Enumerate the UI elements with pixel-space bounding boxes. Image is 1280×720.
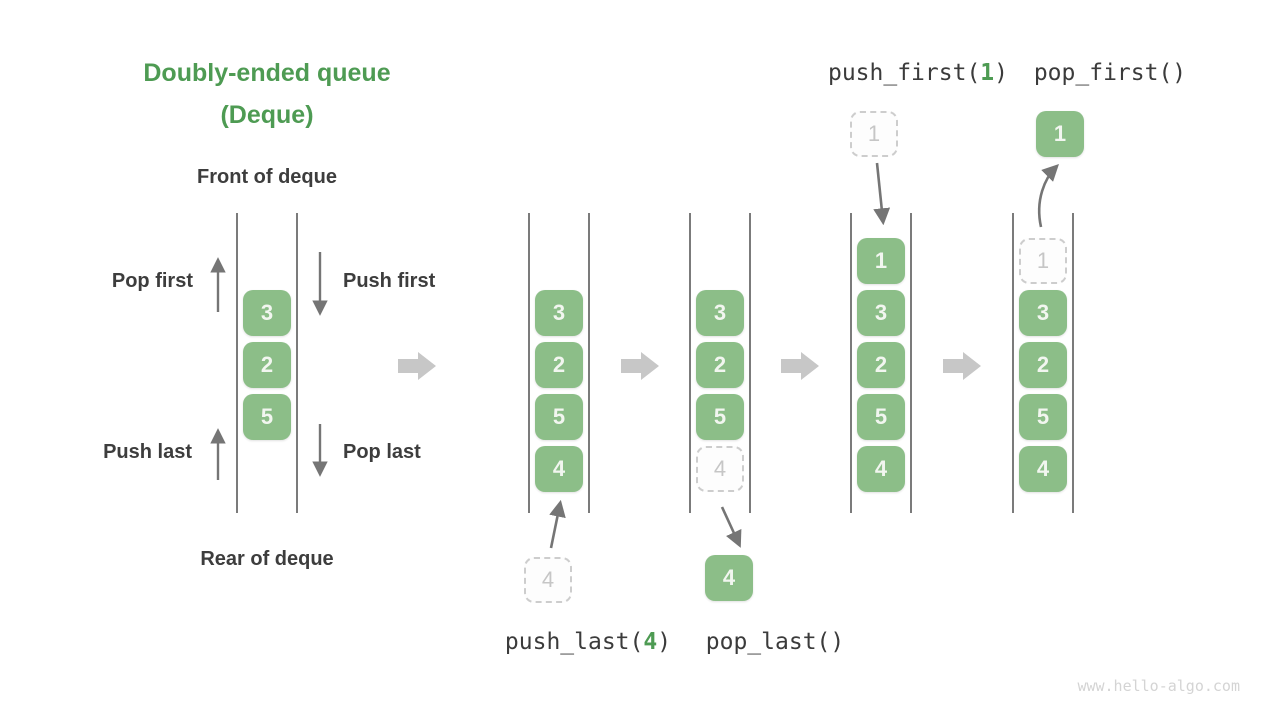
transition-arrow-1 [398,352,436,380]
push-last-label: Push last [103,441,192,463]
deque-cell-after-push-last-3: 3 [535,290,583,336]
site-watermark: www.hello-algo.com [1077,677,1240,695]
deque-cell-after-push-first-1: 1 [857,238,905,284]
deque-cell-initial-2: 2 [243,342,291,388]
deque-cell-after-push-last-2: 2 [535,342,583,388]
push-last-flow-arrow [549,499,566,549]
push-last-incoming-cell: 4 [524,557,572,603]
deque-cell-after-pop-first-2: 2 [1019,342,1067,388]
deque-cell-after-push-first-5: 5 [857,394,905,440]
diagram-title-line2: (Deque) [220,101,314,129]
push-first-call-arg: 1 [980,60,995,86]
push-last-call-arg: 4 [643,629,658,655]
diagram-title: Doubly-ended queue (Deque) [143,52,390,136]
transition-arrow-2 [621,352,659,380]
push-first-label: Push first [343,270,436,292]
deque-cell-after-push-first-4: 4 [857,446,905,492]
pop-last-call-label: pop_last() [705,629,845,655]
pop-first-flow-arrow [1037,164,1059,228]
pop-first-call-label: pop_first() [1033,60,1187,86]
deque-channels [236,213,1074,513]
deque-cell-after-pop-first-4: 4 [1019,446,1067,492]
push-last-call-label: push_last(4) [505,628,671,656]
deque-cell-after-push-first-2: 2 [857,342,905,388]
deque-cell-initial-3: 3 [243,290,291,336]
diagram-title-line1: Doubly-ended queue [143,59,391,87]
pop-last-flow-arrow [720,506,742,548]
state-transition-arrows [398,352,981,380]
deque-cell-initial-5: 5 [243,394,291,440]
push-first-flow-arrow [873,162,891,226]
push-first-call-suffix: ) [994,60,1009,86]
pop-first-label: Pop first [111,270,193,292]
deque-cell-after-pop-last-3: 3 [696,290,744,336]
deque-cell-after-pop-first-1: 1 [1019,238,1067,284]
transition-arrow-4 [943,352,981,380]
pop-last-label: Pop last [343,441,421,463]
operation-flow-arrows [549,162,1059,549]
deque-cell-after-pop-last-4: 4 [696,446,744,492]
push-last-call-prefix: push_last( [504,629,644,655]
deque-cell-after-pop-first-5: 5 [1019,394,1067,440]
front-of-deque-label: Front of deque [197,166,337,188]
deque-direction-arrows [210,252,328,480]
push-first-call-prefix: push_first( [827,60,981,86]
deque-cell-after-pop-first-3: 3 [1019,290,1067,336]
deque-cell-after-pop-last-5: 5 [696,394,744,440]
deque-cell-after-push-last-5: 5 [535,394,583,440]
push-first-incoming-cell: 1 [850,111,898,157]
pop-first-removed-cell: 1 [1036,111,1084,157]
push-first-call-label: push_first(1) [828,59,1008,87]
pop-last-removed-cell: 4 [705,555,753,601]
rear-of-deque-label: Rear of deque [200,548,334,570]
deque-cell-after-push-first-3: 3 [857,290,905,336]
transition-arrow-3 [781,352,819,380]
deque-cell-after-pop-last-2: 2 [696,342,744,388]
deque-cell-after-push-last-4: 4 [535,446,583,492]
push-last-call-suffix: ) [657,629,672,655]
